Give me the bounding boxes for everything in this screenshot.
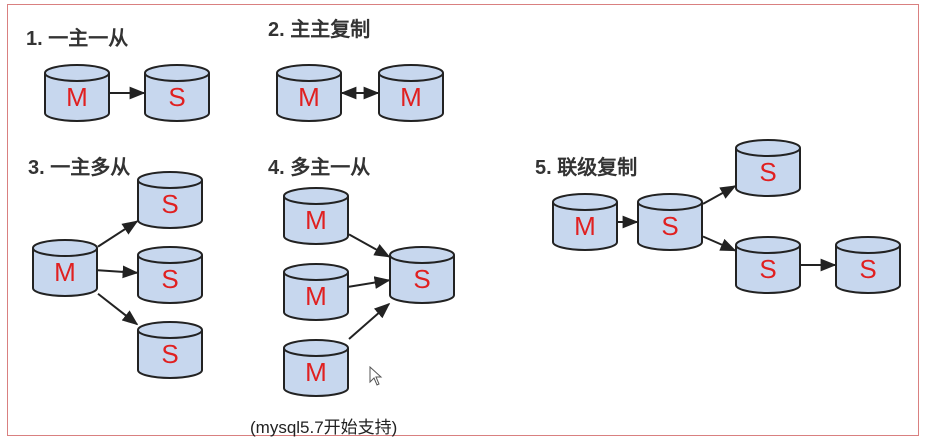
master-database-n1: M xyxy=(44,64,110,122)
database-role-label: S xyxy=(859,254,876,284)
database-role-label: S xyxy=(661,211,678,241)
section-label-1: 1. 一主一从 xyxy=(26,28,129,50)
slave-database-n8: S xyxy=(137,321,203,379)
cylinder-top-icon xyxy=(378,64,444,82)
section-label-2: 2. 主主复制 xyxy=(268,19,371,41)
cylinder-top-icon xyxy=(637,193,703,211)
cylinder-body-icon xyxy=(137,330,203,379)
replication-arrow-n14-to-n15 xyxy=(702,185,737,205)
cylinder-top-icon xyxy=(32,239,98,257)
database-role-label: M xyxy=(400,82,422,112)
database-role-label: S xyxy=(161,339,178,369)
cylinder-top-icon xyxy=(735,236,801,254)
master-database-n13: M xyxy=(552,193,618,251)
cylinder-body-icon xyxy=(283,348,349,397)
database-role-label: S xyxy=(759,157,776,187)
cylinder-body-icon xyxy=(276,73,342,122)
cylinder-top-icon xyxy=(276,64,342,82)
cylinder-body-icon xyxy=(144,73,210,122)
cylinder-body-icon xyxy=(32,248,98,297)
cylinder-body-icon xyxy=(735,148,801,197)
cylinder-top-icon xyxy=(283,187,349,205)
database-role-label: M xyxy=(305,357,327,387)
replication-arrow-n11-to-n12 xyxy=(348,302,391,340)
slave-database-n17: S xyxy=(835,236,901,294)
cylinder-top-icon xyxy=(283,263,349,281)
cylinder-top-icon xyxy=(137,171,203,189)
cylinder-top-icon xyxy=(44,64,110,82)
cylinder-top-icon xyxy=(389,246,455,264)
master-database-n3: M xyxy=(276,64,342,122)
cylinder-body-icon xyxy=(137,255,203,304)
database-role-label: M xyxy=(298,82,320,112)
database-role-label: M xyxy=(574,211,596,241)
slave-database-n2: S xyxy=(144,64,210,122)
slide-frame xyxy=(7,4,919,436)
master-database-n9: M xyxy=(283,187,349,245)
slave-database-n6: S xyxy=(137,171,203,229)
cylinder-top-icon xyxy=(137,321,203,339)
replication-arrow-n5-to-n6 xyxy=(97,220,139,248)
database-role-label: S xyxy=(168,82,185,112)
database-role-label: M xyxy=(66,82,88,112)
database-role-label: M xyxy=(305,281,327,311)
cylinder-body-icon xyxy=(44,73,110,122)
cylinder-body-icon xyxy=(378,73,444,122)
database-role-label: S xyxy=(161,189,178,219)
cylinder-top-icon xyxy=(552,193,618,211)
cylinder-top-icon xyxy=(835,236,901,254)
replication-arrow-n5-to-n8 xyxy=(97,292,139,326)
slave-database-n15: S xyxy=(735,139,801,197)
cylinder-body-icon xyxy=(283,272,349,321)
cylinder-body-icon xyxy=(137,180,203,229)
cylinder-body-icon xyxy=(835,245,901,294)
section-label-4: 4. 多主一从 xyxy=(268,157,371,179)
section-label-3: 3. 一主多从 xyxy=(28,157,131,179)
master-database-n10: M xyxy=(283,263,349,321)
cylinder-body-icon xyxy=(552,202,618,251)
master-database-n4: M xyxy=(378,64,444,122)
database-role-label: M xyxy=(54,257,76,287)
mysql-version-note: (mysql5.7开始支持) xyxy=(250,418,398,437)
slave-database-n12: S xyxy=(389,246,455,304)
mouse-pointer-icon xyxy=(369,366,383,386)
cylinder-body-icon xyxy=(389,255,455,304)
database-role-label: S xyxy=(161,264,178,294)
replication-arrow-n14-to-n16 xyxy=(702,235,737,252)
cylinder-top-icon xyxy=(735,139,801,157)
cylinder-top-icon xyxy=(283,339,349,357)
cylinder-body-icon xyxy=(637,202,703,251)
slave-database-n14: S xyxy=(637,193,703,251)
slave-database-n7: S xyxy=(137,246,203,304)
master-database-n5: M xyxy=(32,239,98,297)
replication-arrow-n5-to-n7 xyxy=(97,265,139,279)
section-label-5: 5. 联级复制 xyxy=(535,157,638,179)
replication-arrow-n9-to-n12 xyxy=(348,233,391,258)
replication-arrow-n10-to-n12 xyxy=(348,276,391,289)
master-database-n11: M xyxy=(283,339,349,397)
database-role-label: S xyxy=(759,254,776,284)
cylinder-body-icon xyxy=(735,245,801,294)
slave-database-n16: S xyxy=(735,236,801,294)
cylinder-top-icon xyxy=(137,246,203,264)
cylinder-top-icon xyxy=(144,64,210,82)
database-role-label: M xyxy=(305,205,327,235)
database-role-label: S xyxy=(413,264,430,294)
cylinder-body-icon xyxy=(283,196,349,245)
